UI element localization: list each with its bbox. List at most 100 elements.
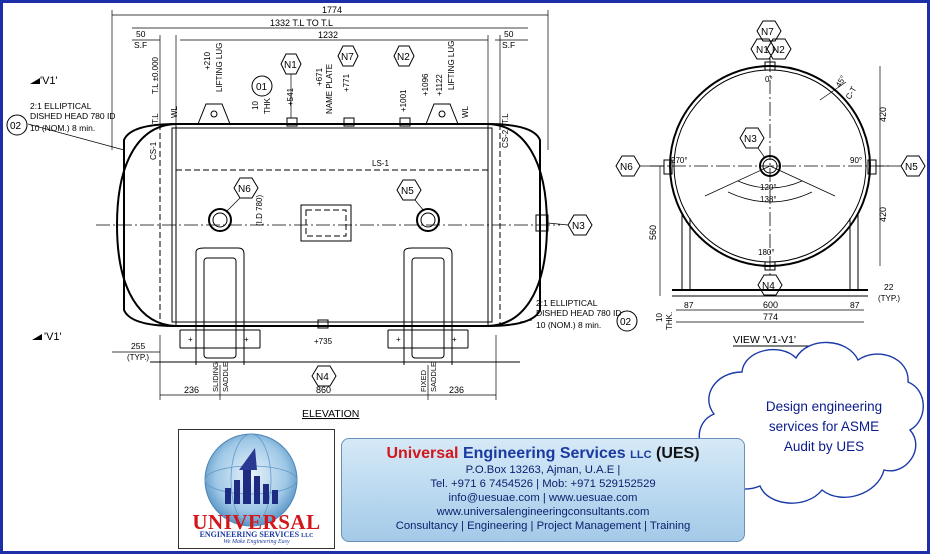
side-dim-87-left: 87 [684,300,694,310]
tag-02-right: 02 [616,310,638,332]
svg-text:N5: N5 [905,162,918,173]
dim-236-right: 236 [449,385,464,395]
head-left-line-1: 2:1 ELLIPTICAL [30,101,92,111]
side-tag-n7: N7 [756,20,782,42]
company-logo: UNIVERSAL ENGINEERING SERVICES LLC We Ma… [178,429,335,549]
label-id-780: (I.D 780) [255,195,264,226]
tag-01: 01 [251,75,273,97]
side-tag-n6: N6 [615,155,664,177]
dim-255-typ: (TYP.) [127,353,149,362]
label-tl-left: T.L [151,113,160,124]
svg-text:N6: N6 [620,162,633,173]
cloud-callout-text: Design engineering services for ASME Aud… [729,397,919,457]
side-dim-774: 774 [763,312,778,322]
company-banner: Universal Engineering Services LLC (UES)… [341,438,745,542]
dim-236-left: 236 [184,385,199,395]
tag-n3: N3 [547,214,593,236]
elev-lug1-label: LIFTING LUG [215,43,224,92]
angle-120: 120° [760,183,777,192]
angle-90: 90° [850,156,862,165]
head-right-line-3: 10 (NOM.) 8 min. [536,320,601,330]
elev-nameplate: +671 [315,67,324,86]
svg-text:N3: N3 [572,221,585,232]
elevation-view: 1774 1332 T.L TO T.L 1232 50 S.F 50 S.F [6,5,638,420]
nozzle-n1-shape [286,117,298,127]
company-emails[interactable]: info@uesuae.com | www.uesuae.com [448,492,638,504]
label-thk-val: 10 [251,101,260,110]
side-tag-n1: N1 [750,38,776,60]
svg-text:+: + [452,335,457,344]
elev-lug2: +1122 [435,74,444,96]
dim-860: 860 [316,385,331,395]
label-ct: C-T [844,85,859,101]
elev-lug1: +210 [203,51,212,70]
svg-text:02: 02 [620,317,632,328]
dim-shell: 1232 [318,30,338,40]
label-ls1: LS-1 [372,159,389,168]
fixed-saddle-shape: + + [387,247,469,365]
view-marker-bottom: 'V1' [44,331,62,343]
drawing-canvas: 1774 1332 T.L TO T.L 1232 50 S.F 50 S.F [6,5,926,504]
label-wl-right: WL [461,105,470,118]
angle-180: 180° [758,248,775,257]
dim-255: 255 [131,341,145,351]
tag-n5: N5 [396,179,425,212]
svg-text:N1: N1 [756,45,769,56]
sliding-saddle-shape: + + [179,247,261,365]
company-name-part1: Universal [386,445,459,462]
side-view: 420 420 560 87 600 87 774 22 (TYP.) 10 T… [615,20,926,347]
dim-sf-left-val: 50 [136,29,146,39]
view-marker-top: 'V1' [40,75,58,87]
svg-text:02: 02 [10,121,22,132]
svg-text:+: + [396,335,401,344]
angle-45: 45° [834,74,848,89]
left-head [115,123,177,327]
name-plate-shape [300,204,352,242]
lifting-lug-right [425,103,459,125]
tag-n7: N7 [337,45,359,67]
side-thk-label: THK. [665,312,674,330]
svg-text:N2: N2 [772,45,785,56]
head-left-line-3: 10 (NOM.) 8 min. [30,123,95,133]
dim-overall: 1774 [322,5,342,15]
svg-text:01: 01 [256,82,268,93]
svg-text:+: + [188,335,193,344]
logo-sub: ENGINEERING SERVICES [199,530,300,539]
elev-lug2-label: LIFTING LUG [447,41,456,90]
side-dim-420-top: 420 [878,107,888,122]
elev-n2b: +1096 [421,73,430,96]
elevation-title: ELEVATION [302,408,359,420]
label-cs1: CS-1 [149,141,158,160]
angle-270: 270° [671,156,688,165]
nozzle-n4-shape [317,319,329,329]
elev-n4: +735 [314,337,333,346]
dim-sf-right-val: 50 [504,29,514,39]
company-website[interactable]: www.universalengineeringconsultants.com [436,506,650,518]
side-tag-n2: N2 [766,38,792,60]
svg-text:N2: N2 [397,52,410,63]
label-tl-right: T.L [501,113,510,124]
label-sliding-1: SLIDING [211,362,220,392]
logo-llc: LLC [301,533,314,539]
svg-text:N1: N1 [284,60,297,71]
nozzle-n5-shape [416,208,440,232]
label-thk: THK [263,97,272,114]
svg-text:N4: N4 [762,281,775,292]
side-dim-600: 600 [763,300,778,310]
label-tl-zero: T.L ±0.000 [151,56,160,94]
side-dim-87-right: 87 [850,300,860,310]
logo-word: UNIVERSAL [192,510,321,534]
label-fixed-2: SADDLE [429,362,438,392]
side-dim-420-bot: 420 [878,207,888,222]
label-sliding-2: SADDLE [221,362,230,392]
svg-text:N4: N4 [316,372,329,383]
svg-text:N7: N7 [341,52,354,63]
cloud-line-2: services for ASME [768,419,880,434]
side-tag-n4: N4 [757,274,783,296]
side-tag-n3: N3 [739,127,766,159]
nozzle-n7-shape [343,117,355,127]
tag-02-left: 02 [6,114,28,136]
company-services: Consultancy | Engineering | Project Mana… [395,520,691,532]
elev-n7: +771 [342,73,351,92]
tag-n1: N1 [280,53,302,118]
